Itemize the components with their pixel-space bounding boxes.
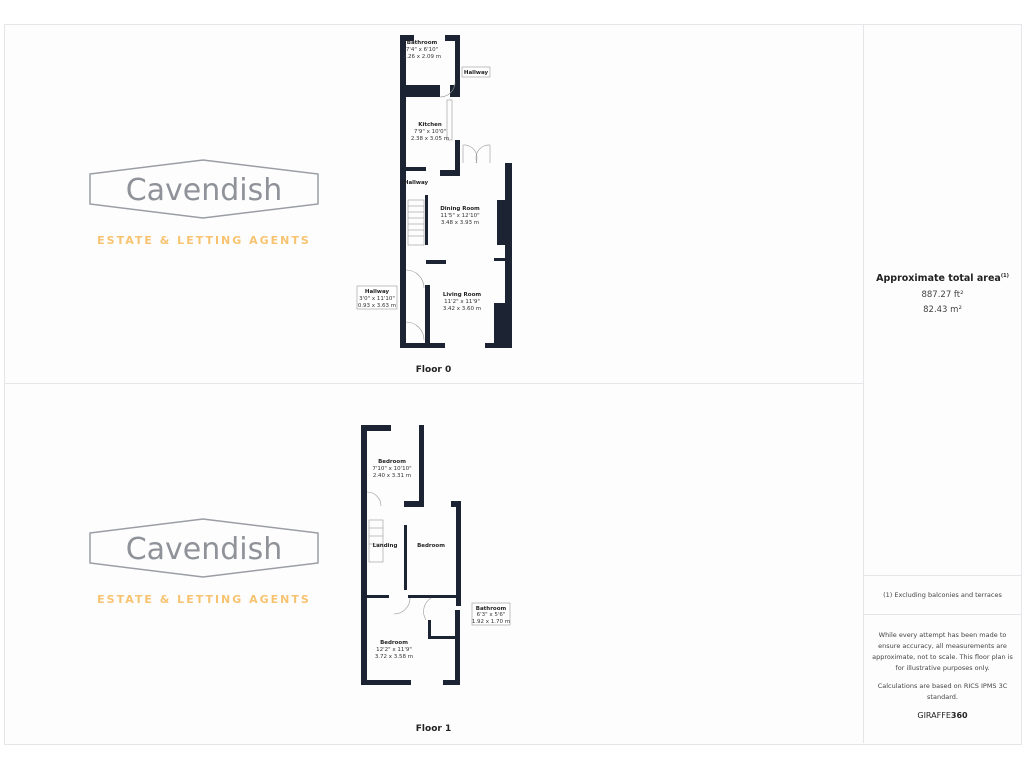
total-area-title: Approximate total area(1) <box>864 273 1021 284</box>
floor-label: Floor 1 <box>415 724 452 734</box>
giraffe360-logo: GIRAFFE360 <box>864 711 1021 720</box>
room-dims-metric: 2.38 x 3.05 m <box>411 136 449 142</box>
room-dims-metric: 3.48 x 3.93 m <box>441 220 479 226</box>
room-name: Landing <box>373 543 398 549</box>
disclaimer: While every attempt has been made to ens… <box>872 631 1013 672</box>
room-name: Dining Room <box>440 206 480 212</box>
room-name: Kitchen <box>418 122 442 128</box>
room-name: Hallway <box>404 180 429 186</box>
room-dims-imperial: 6'3" x 5'6" <box>477 612 506 618</box>
watermark-tagline: ESTATE & LETTING AGENTS <box>97 593 311 606</box>
room-dims-imperial: 11'2" x 11'9" <box>444 299 480 305</box>
watermark-logo: Cavendish ESTATE & LETTING AGENTS <box>89 159 319 247</box>
room-dims-metric: 0.93 x 3.63 m <box>358 303 396 309</box>
floor-0-panel: Bathroom 7'4" x 6'10" 2.26 x 2.09 m Hall… <box>4 24 863 384</box>
room-name: Living Room <box>443 292 481 298</box>
divider <box>864 614 1021 615</box>
floor-1-plan: Bedroom 7'10" x 10'10" 2.40 x 3.31 m Lan… <box>89 425 511 685</box>
watermark-tagline: ESTATE & LETTING AGENTS <box>97 234 311 247</box>
watermark-logo: Cavendish ESTATE & LETTING AGENTS <box>89 518 319 606</box>
room-dims-imperial: 7'10" x 10'10" <box>372 466 411 472</box>
room-dims-metric: 2.40 x 3.31 m <box>373 473 411 479</box>
room-name: Bedroom <box>378 459 406 465</box>
area-metric: 82.43 m² <box>923 305 962 315</box>
floor-label: Floor 0 <box>415 365 452 375</box>
watermark-brand: Cavendish <box>126 173 283 208</box>
floorplan-frame <box>4 24 1022 745</box>
room-name: Bedroom <box>380 640 408 646</box>
area-imperial: 887.27 ft² <box>921 290 964 300</box>
room-name: Hallway <box>464 70 489 76</box>
footnote: (1) Excluding balconies and terraces <box>883 591 1002 599</box>
logo-text-bold: 360 <box>950 711 968 720</box>
footnote-marker: (1) <box>1000 273 1009 279</box>
total-area-title-text: Approximate total area <box>876 273 1001 285</box>
floor-0-plan: Bathroom 7'4" x 6'10" 2.26 x 2.09 m Hall… <box>89 35 512 348</box>
watermark-brand: Cavendish <box>126 532 283 567</box>
room-dims-imperial: 12'2" x 11'9" <box>376 647 412 653</box>
room-dims-imperial: 7'4" x 6'10" <box>406 47 438 53</box>
calculation-note: Calculations are based on RICS IPMS 3C s… <box>877 682 1008 701</box>
room-dims-imperial: 11'5" x 12'10" <box>440 213 479 219</box>
room-name: Bathroom <box>476 606 507 612</box>
room-dims-metric: 2.26 x 2.09 m <box>403 54 441 60</box>
room-dims-imperial: 3'0" x 11'10" <box>359 296 395 302</box>
room-dims-metric: 3.42 x 3.60 m <box>443 306 481 312</box>
room-name: Bathroom <box>407 40 438 46</box>
room-name: Bedroom <box>417 543 445 549</box>
room-dims-metric: 1.92 x 1.70 m <box>472 619 510 625</box>
divider <box>864 575 1021 576</box>
room-dims-imperial: 7'9" x 10'0" <box>414 129 446 135</box>
logo-text: GIRAFFE <box>917 711 951 720</box>
area-sidebar: Approximate total area(1) 887.27 ft² 82.… <box>863 24 1021 743</box>
room-name: Hallway <box>365 289 390 295</box>
room-dims-metric: 3.72 x 3.58 m <box>375 654 413 660</box>
floor-1-panel: Bedroom 7'10" x 10'10" 2.40 x 3.31 m Lan… <box>4 384 863 743</box>
